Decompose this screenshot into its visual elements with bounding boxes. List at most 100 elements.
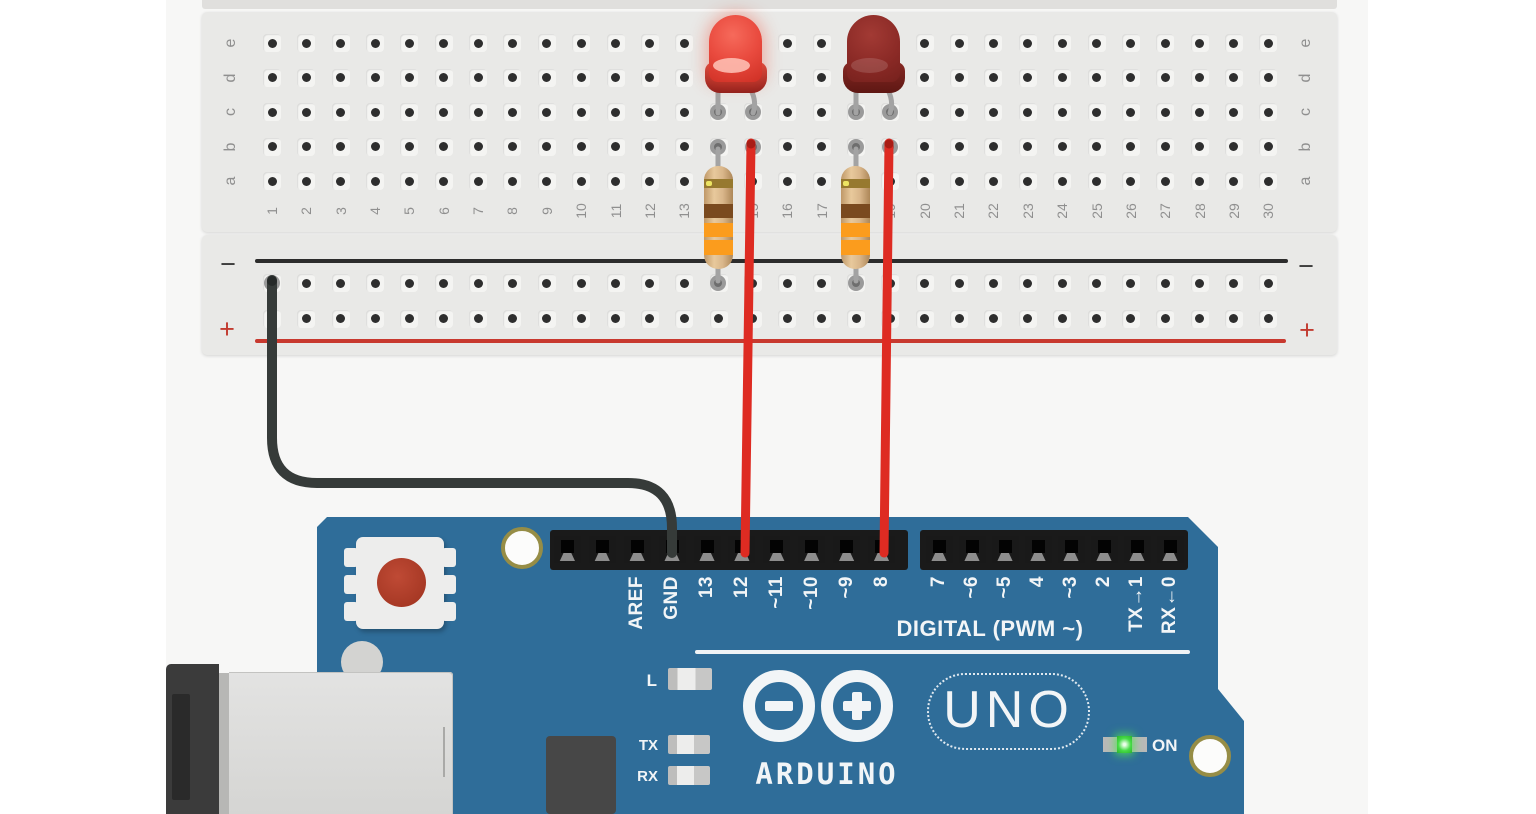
breadboard-hole[interactable] [1087,68,1106,87]
breadboard-hole[interactable] [812,172,831,190]
breadboard-hole[interactable] [434,34,453,52]
breadboard-hole[interactable] [1224,34,1243,52]
arduino-pin-socket[interactable] [1123,536,1151,563]
breadboard-hole[interactable] [812,274,831,292]
arduino-pin-socket[interactable] [991,536,1019,563]
breadboard-hole[interactable] [366,34,385,52]
breadboard-hole[interactable] [434,309,453,328]
breadboard-hole[interactable] [469,68,488,87]
breadboard-hole[interactable] [400,172,419,190]
breadboard-hole[interactable] [469,274,488,292]
breadboard-hole[interactable] [1190,137,1209,156]
arduino-pin-socket[interactable] [763,536,791,563]
breadboard-hole[interactable] [1224,172,1243,190]
breadboard-hole[interactable] [400,68,419,87]
breadboard-hole[interactable] [1053,34,1072,52]
breadboard-hole[interactable] [469,34,488,52]
breadboard-hole[interactable] [1259,68,1278,87]
breadboard-hole[interactable] [503,34,522,52]
breadboard-hole[interactable] [366,137,385,156]
breadboard-hole[interactable] [847,137,866,156]
breadboard-hole[interactable] [606,103,625,121]
arduino-pin-socket[interactable] [868,536,895,563]
breadboard-hole[interactable] [503,68,522,87]
breadboard-hole[interactable] [400,309,419,328]
breadboard-hole[interactable] [709,274,728,292]
breadboard-hole[interactable] [675,172,694,190]
breadboard-hole[interactable] [812,309,831,328]
breadboard-hole[interactable] [1156,103,1175,121]
breadboard-hole[interactable] [331,137,350,156]
arduino-pin-socket[interactable] [728,536,756,563]
breadboard-hole[interactable] [469,137,488,156]
breadboard-hole[interactable] [640,103,659,121]
breadboard-hole[interactable] [640,34,659,52]
breadboard-hole[interactable] [1087,274,1106,292]
breadboard-hole[interactable] [1156,137,1175,156]
breadboard-hole[interactable] [743,172,762,190]
breadboard-hole[interactable] [1156,172,1175,190]
breadboard-hole[interactable] [572,103,591,121]
breadboard-hole[interactable] [1053,137,1072,156]
breadboard-hole[interactable] [297,309,316,328]
breadboard-hole[interactable] [709,309,728,328]
breadboard-hole[interactable] [469,309,488,328]
breadboard-hole[interactable] [812,34,831,52]
breadboard-hole[interactable] [537,137,556,156]
breadboard-hole[interactable] [675,68,694,87]
breadboard-hole[interactable] [1259,309,1278,328]
breadboard-hole[interactable] [366,103,385,121]
breadboard-hole[interactable] [1087,34,1106,52]
breadboard-hole[interactable] [881,137,900,156]
breadboard-hole[interactable] [1121,34,1140,52]
breadboard-hole[interactable] [1190,103,1209,121]
breadboard-hole[interactable] [984,137,1003,156]
breadboard-hole[interactable] [812,137,831,156]
breadboard-hole[interactable] [263,274,281,292]
breadboard-hole[interactable] [263,103,281,121]
breadboard-hole[interactable] [1053,309,1072,328]
breadboard-hole[interactable] [366,68,385,87]
breadboard-hole[interactable] [1190,34,1209,52]
breadboard-hole[interactable] [434,274,453,292]
breadboard-hole[interactable] [950,309,969,328]
breadboard-hole[interactable] [915,172,934,190]
arduino-pin-socket[interactable] [833,536,861,563]
arduino-pin-socket[interactable] [1156,536,1184,563]
breadboard-hole[interactable] [1053,103,1072,121]
breadboard-hole[interactable] [1121,274,1140,292]
resistor-1[interactable] [704,166,733,269]
breadboard-hole[interactable] [812,103,831,121]
arduino-pin-socket[interactable] [1090,536,1118,563]
breadboard-hole[interactable] [1018,34,1037,52]
breadboard-hole[interactable] [297,68,316,87]
breadboard-hole[interactable] [1156,68,1175,87]
breadboard-hole[interactable] [984,172,1003,190]
breadboard-hole[interactable] [709,137,728,156]
breadboard-hole[interactable] [263,34,281,52]
breadboard-hole[interactable] [640,172,659,190]
breadboard-hole[interactable] [1018,274,1037,292]
breadboard-hole[interactable] [1087,103,1106,121]
breadboard-hole[interactable] [537,68,556,87]
arduino-pin-socket[interactable] [553,536,581,563]
breadboard-hole[interactable] [263,309,281,328]
breadboard-hole[interactable] [1018,172,1037,190]
breadboard-hole[interactable] [984,68,1003,87]
led-red-lit[interactable] [705,12,767,118]
breadboard-hole[interactable] [537,103,556,121]
breadboard-hole[interactable] [1190,274,1209,292]
breadboard-hole[interactable] [1190,68,1209,87]
breadboard-hole[interactable] [503,309,522,328]
breadboard-hole[interactable] [434,103,453,121]
breadboard-hole[interactable] [675,137,694,156]
breadboard-hole[interactable] [984,309,1003,328]
breadboard-hole[interactable] [400,137,419,156]
breadboard-hole[interactable] [606,172,625,190]
breadboard-power-rails[interactable] [202,235,1337,355]
breadboard-hole[interactable] [1259,172,1278,190]
breadboard-hole[interactable] [1018,103,1037,121]
breadboard-hole[interactable] [434,137,453,156]
breadboard-hole[interactable] [263,68,281,87]
breadboard-hole[interactable] [1259,103,1278,121]
